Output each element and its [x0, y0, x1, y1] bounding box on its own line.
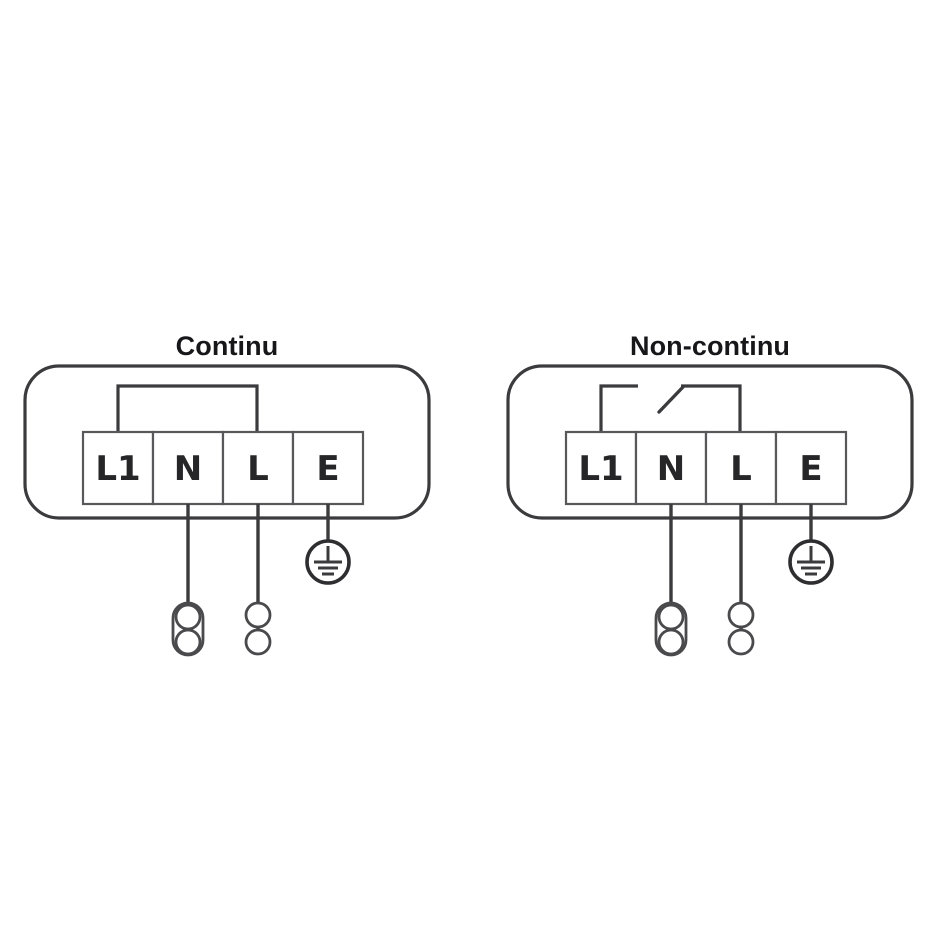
terminal-cell-l1-non-continu[interactable]: [564, 430, 638, 506]
diagram-title-continu: Continu: [175, 331, 279, 361]
terminal-cell-l-non-continu[interactable]: [704, 430, 778, 506]
double-pole-connector-non-continu: [654, 601, 688, 657]
terminal-label-n-continu: N: [174, 449, 202, 489]
earth-ground-icon-continu: [305, 539, 351, 585]
terminal-cell-e-non-continu[interactable]: [774, 430, 848, 506]
diagram-non-continu: L1 N L E: [506, 364, 914, 657]
terminal-label-l-continu: L: [247, 449, 269, 489]
switch-fixed-contact-non-continu: [599, 384, 638, 432]
terminal-label-l1-continu: L1: [95, 449, 140, 489]
diagram-title-non-continu: Non-continu: [629, 331, 791, 361]
diagram-continu: L1 N L E: [23, 364, 431, 657]
two-ring-connector-continu: [244, 601, 272, 656]
terminal-label-e-non-continu: E: [799, 449, 822, 489]
terminal-cell-e-continu[interactable]: [291, 430, 365, 506]
terminal-label-e-continu: E: [316, 449, 339, 489]
switch-blade-non-continu[interactable]: [657, 385, 685, 414]
terminal-label-l1-non-continu: L1: [578, 449, 623, 489]
switch-right-contact-non-continu: [681, 384, 742, 432]
double-pole-connector-continu: [171, 601, 205, 657]
two-ring-connector-non-continu: [727, 601, 755, 656]
terminal-label-n-non-continu: N: [657, 449, 685, 489]
terminal-label-l-non-continu: L: [730, 449, 752, 489]
jumper-link-continu: [116, 384, 259, 432]
earth-ground-icon-non-continu: [788, 539, 834, 585]
terminal-cell-n-continu[interactable]: [151, 430, 225, 506]
